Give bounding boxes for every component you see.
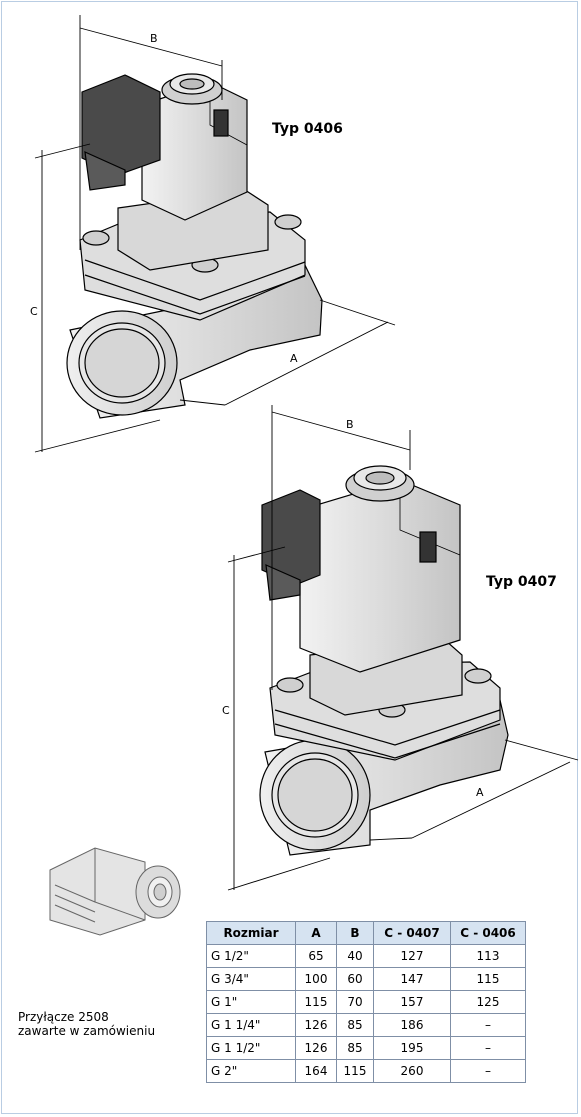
- table-row: G 1/2" 65 40 127 113: [206, 944, 526, 968]
- cell-size: G 1 1/2": [206, 1036, 296, 1060]
- cell-a: 65: [295, 944, 337, 968]
- table-row: G 1 1/4" 126 85 186 –: [206, 1013, 526, 1037]
- dim-c-label-lower: C: [222, 704, 230, 717]
- header-c-0406: C - 0406: [450, 921, 526, 945]
- cell-b: 40: [336, 944, 374, 968]
- cell-c-0407: 147: [373, 967, 451, 991]
- cell-c-0407: 186: [373, 1013, 451, 1037]
- cell-c-0407: 260: [373, 1059, 451, 1083]
- header-rozmiar: Rozmiar: [206, 921, 296, 945]
- header-b: B: [336, 921, 374, 945]
- cell-b: 70: [336, 990, 374, 1014]
- cell-c-0406: 113: [450, 944, 526, 968]
- cell-b: 115: [336, 1059, 374, 1083]
- cell-c-0407: 157: [373, 990, 451, 1014]
- cell-c-0406: –: [450, 1036, 526, 1060]
- connector-caption-line1: Przyłącze 2508: [18, 1010, 109, 1024]
- cell-c-0406: 125: [450, 990, 526, 1014]
- table-row: G 3/4" 100 60 147 115: [206, 967, 526, 991]
- dim-b-label-lower: B: [346, 418, 354, 431]
- header-c-0407: C - 0407: [373, 921, 451, 945]
- connector-2508-drawing: [49, 847, 181, 936]
- table-row: G 2" 164 115 260 –: [206, 1059, 526, 1083]
- dimensions-table: Rozmiar A B C - 0407 C - 0406 G 1/2" 65 …: [206, 921, 526, 1083]
- header-a: A: [295, 921, 337, 945]
- dim-a-label-upper: A: [290, 352, 298, 365]
- cell-c-0406: –: [450, 1059, 526, 1083]
- valve-0406-drawing: [66, 73, 323, 419]
- table-row: G 1" 115 70 157 125: [206, 990, 526, 1014]
- connector-caption: Przyłącze 2508 zawarte w zamówieniu: [18, 1010, 208, 1038]
- type-0407-label: Typ 0407: [486, 574, 557, 590]
- cell-a: 126: [295, 1013, 337, 1037]
- cell-b: 85: [336, 1036, 374, 1060]
- cell-a: 126: [295, 1036, 337, 1060]
- cell-a: 100: [295, 967, 337, 991]
- type-0406-label: Typ 0406: [272, 121, 343, 137]
- cell-b: 85: [336, 1013, 374, 1037]
- cell-c-0407: 127: [373, 944, 451, 968]
- cell-size: G 1 1/4": [206, 1013, 296, 1037]
- dimension-lines: [34, 15, 579, 891]
- cell-size: G 1": [206, 990, 296, 1014]
- dim-a-label-lower: A: [476, 786, 484, 799]
- table-row: G 1 1/2" 126 85 195 –: [206, 1036, 526, 1060]
- cell-b: 60: [336, 967, 374, 991]
- cell-c-0406: 115: [450, 967, 526, 991]
- valve-0407-drawing: [259, 465, 509, 856]
- dim-b-label-upper: B: [150, 32, 158, 45]
- dim-c-label-upper: C: [30, 305, 38, 318]
- table-header-row: Rozmiar A B C - 0407 C - 0406: [206, 921, 526, 945]
- cell-c-0407: 195: [373, 1036, 451, 1060]
- cell-size: G 2": [206, 1059, 296, 1083]
- connector-caption-line2: zawarte w zamówieniu: [18, 1024, 156, 1038]
- cell-a: 115: [295, 990, 337, 1014]
- cell-size: G 3/4": [206, 967, 296, 991]
- cell-a: 164: [295, 1059, 337, 1083]
- cell-size: G 1/2": [206, 944, 296, 968]
- cell-c-0406: –: [450, 1013, 526, 1037]
